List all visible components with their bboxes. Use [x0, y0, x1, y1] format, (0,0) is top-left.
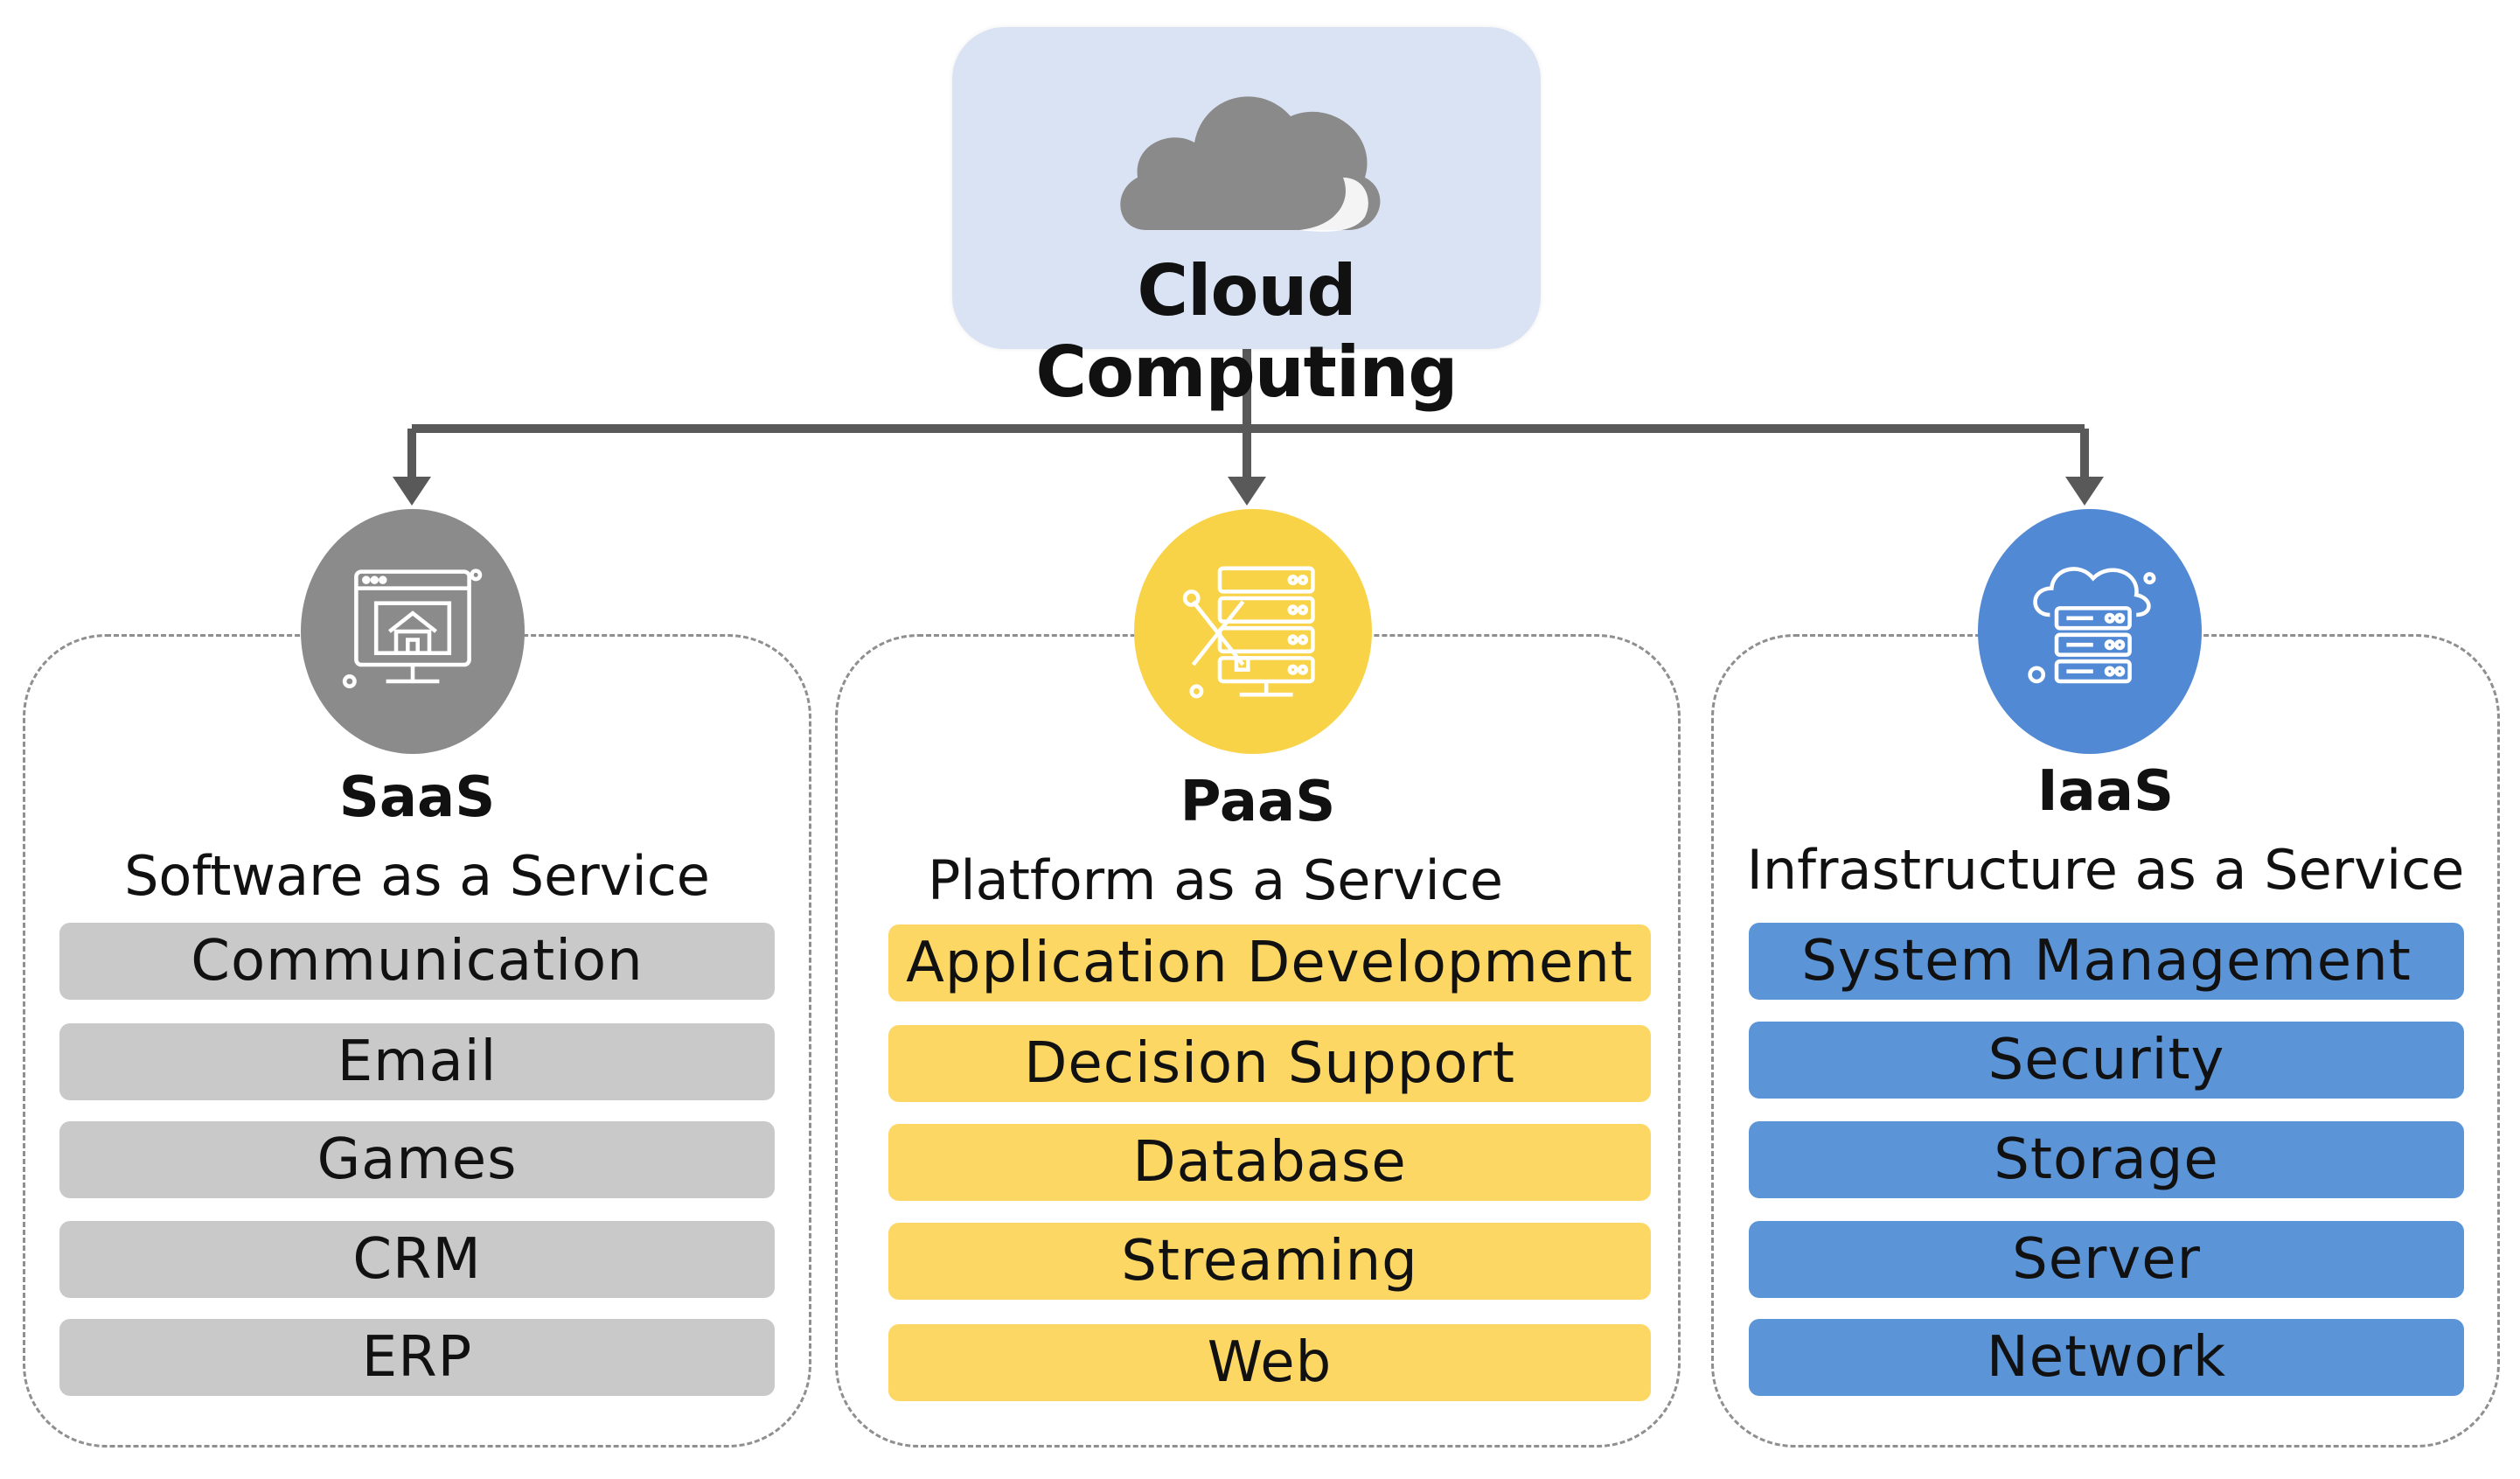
saas-item-erp: ERP: [59, 1319, 775, 1396]
root-title: Cloud Computing: [1035, 250, 1458, 413]
saas-item-communication: Communication: [59, 923, 775, 1000]
server-tools-icon: [1182, 566, 1315, 699]
iaas-item-network: Network: [1749, 1319, 2464, 1396]
paas-item-web: Web: [888, 1324, 1651, 1401]
saas-item-crm: CRM: [59, 1221, 775, 1298]
iaas-item-security: Security: [1749, 1022, 2464, 1099]
arrowhead-iaas: [2065, 477, 2104, 506]
iaas-item-system-management: System Management: [1749, 923, 2464, 1000]
saas-item-email: Email: [59, 1023, 775, 1100]
paas-subtitle: Platform as a Service: [927, 848, 1504, 912]
paas-title: PaaS: [1180, 770, 1336, 834]
iaas-item-server: Server: [1749, 1221, 2464, 1298]
arrowhead-paas: [1228, 477, 1266, 506]
arrowhead-saas: [393, 477, 431, 506]
cloud-icon: [1120, 96, 1381, 232]
cloud-server-icon: [2028, 567, 2156, 684]
iaas-subtitle: Infrastructure as a Service: [1746, 838, 2465, 902]
iaas-badge: [1978, 509, 2202, 754]
saas-badge: [301, 509, 525, 754]
saas-title: SaaS: [338, 765, 496, 830]
paas-item-streaming: Streaming: [888, 1223, 1651, 1300]
paas-item-application-development: Application Development: [888, 924, 1651, 1001]
paas-badge: [1134, 509, 1372, 754]
saas-item-games: Games: [59, 1121, 775, 1198]
paas-item-decision-support: Decision Support: [888, 1025, 1651, 1102]
cloud-computing-node: Cloud Computing: [952, 27, 1541, 413]
iaas-item-storage: Storage: [1749, 1121, 2464, 1198]
saas-subtitle: Software as a Service: [124, 844, 710, 908]
iaas-title: IaaS: [2036, 759, 2175, 824]
web-browser-icon: [342, 569, 483, 688]
paas-item-database: Database: [888, 1124, 1651, 1201]
